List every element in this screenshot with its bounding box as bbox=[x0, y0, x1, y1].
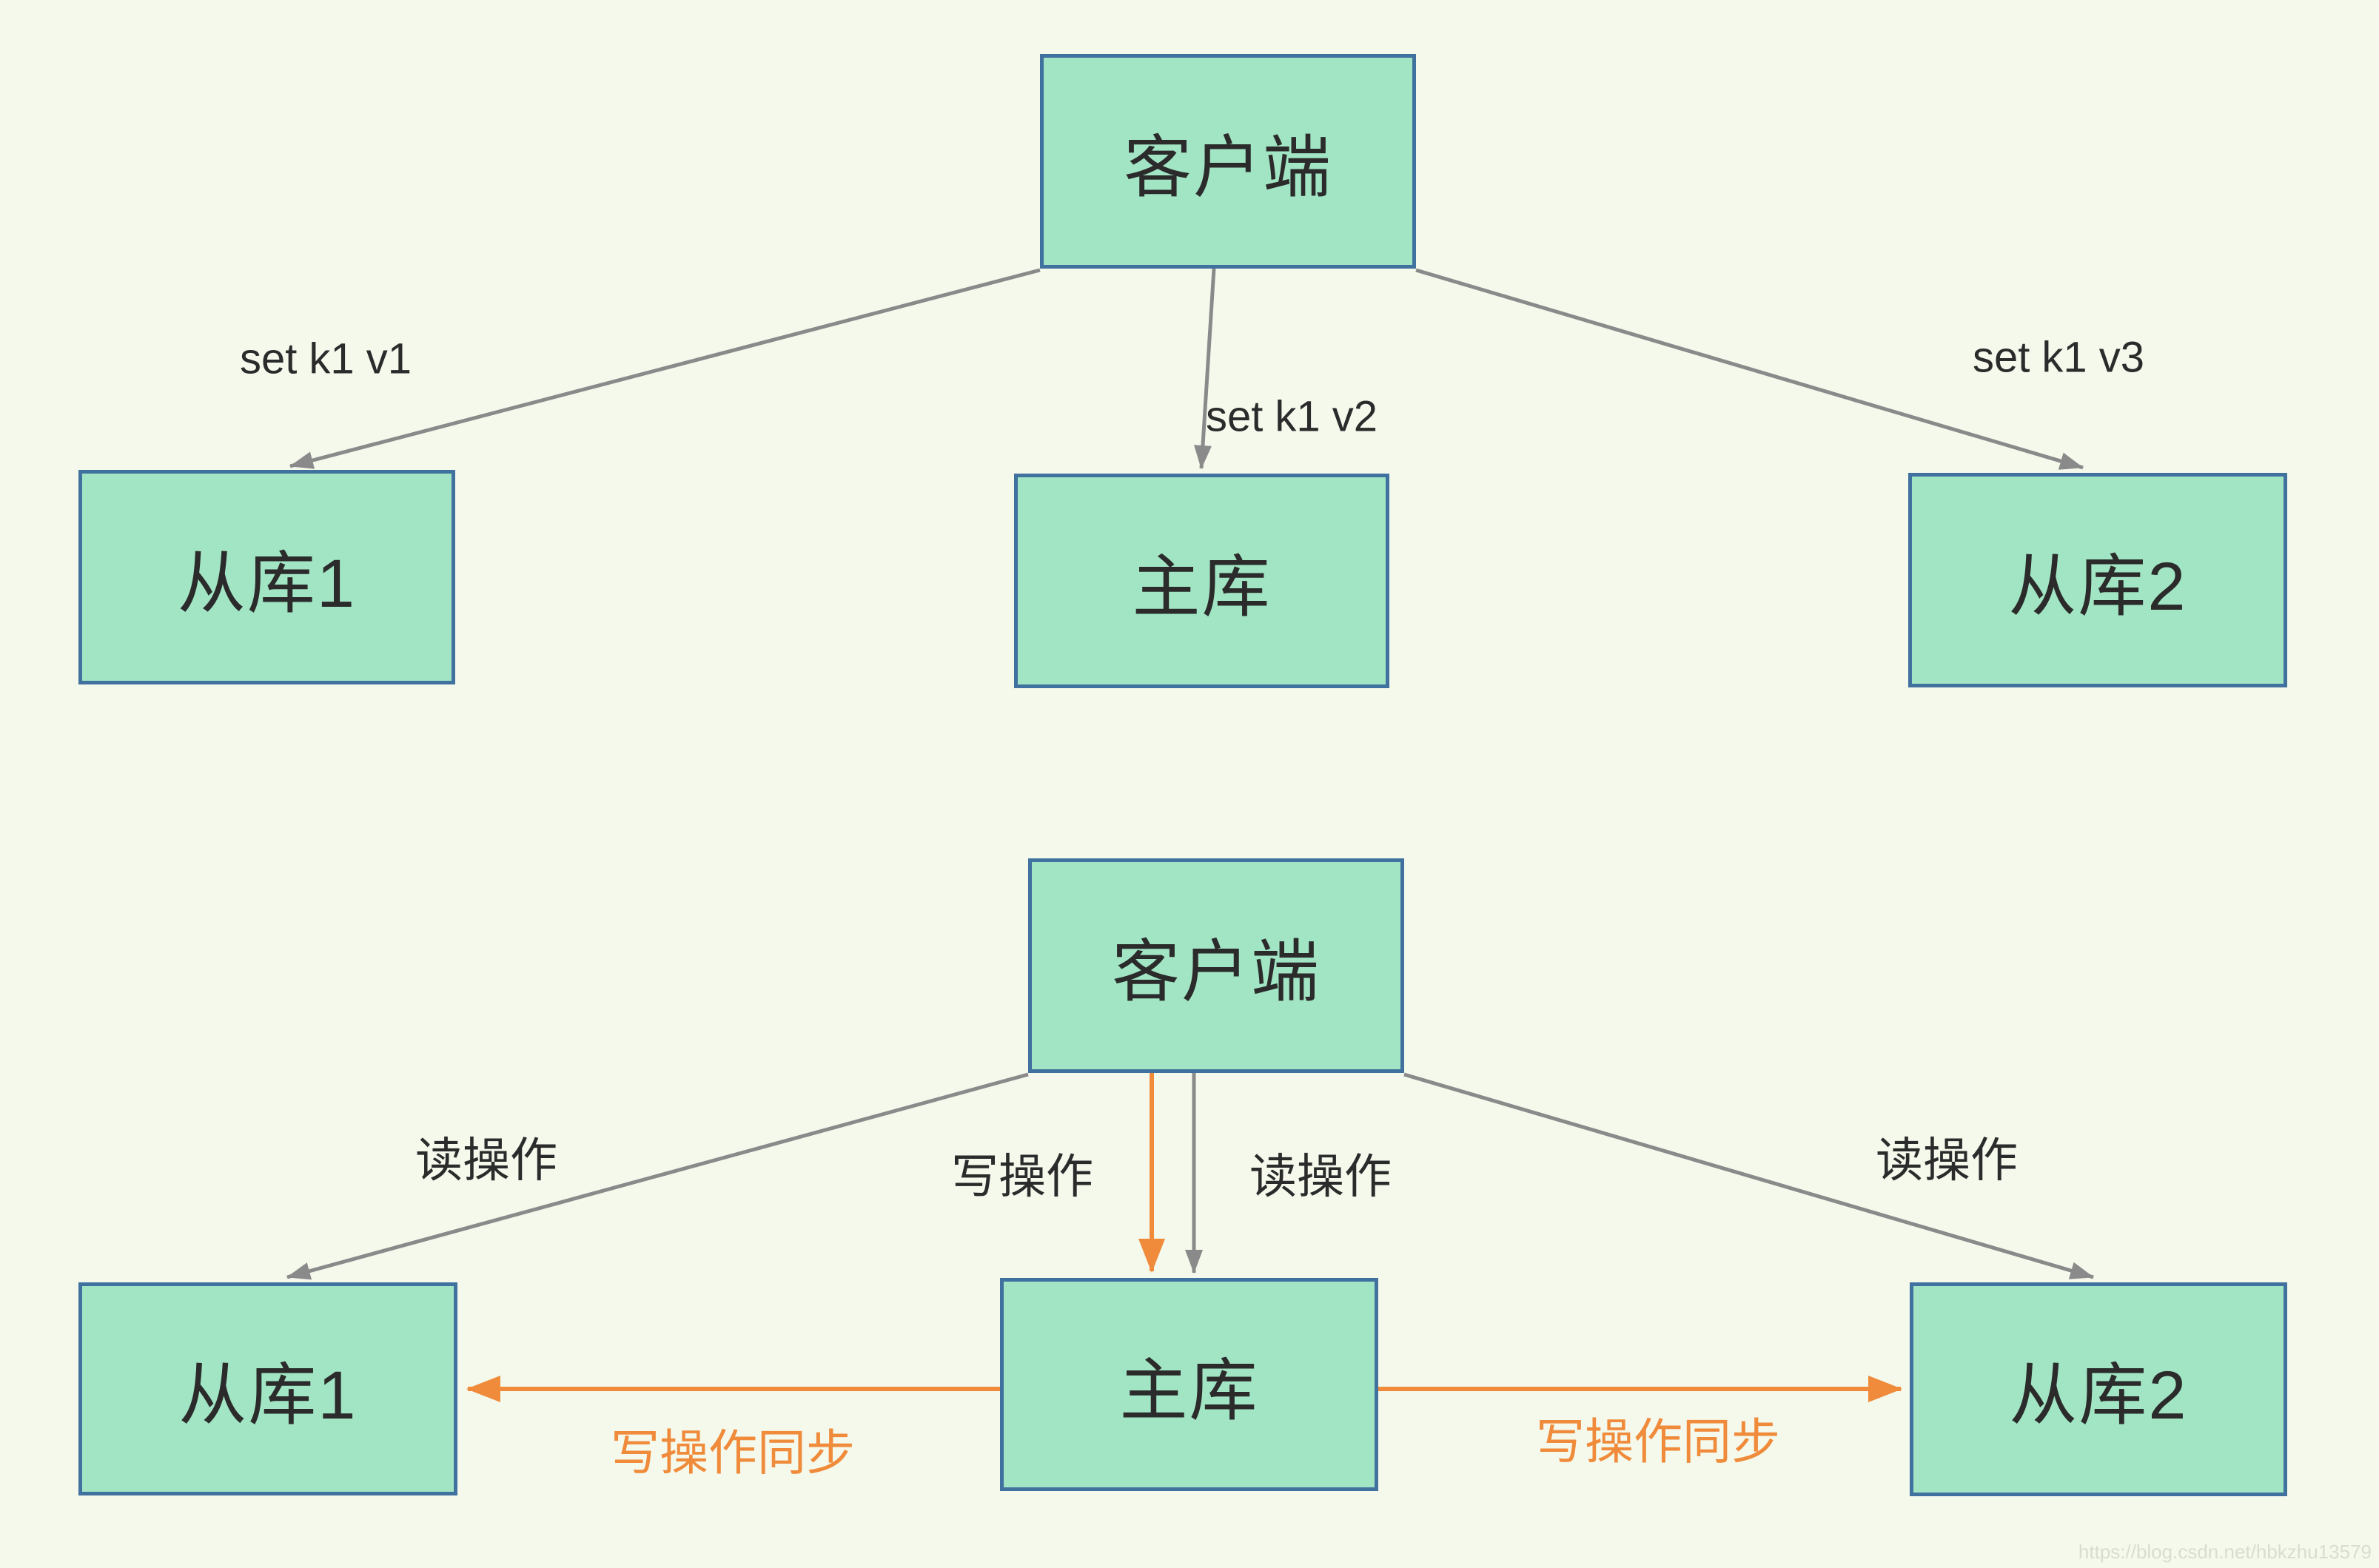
top-master-node: 主库 bbox=[1014, 474, 1389, 688]
arrow-bottom-client-read-slave1 bbox=[286, 1072, 1029, 1280]
edge-label-read-slave2: 读操作 bbox=[1876, 1134, 2018, 1187]
arrow-top-client-to-slave1 bbox=[289, 268, 1041, 469]
edge-label-sync-slave2: 写操作同步 bbox=[1536, 1414, 1780, 1469]
edge-label-set-k1-v2: set k1 v2 bbox=[1205, 392, 1378, 441]
bottom-slave2-node: 从库2 bbox=[1910, 1282, 2287, 1496]
top-slave2-node: 从库2 bbox=[1908, 473, 2287, 687]
arrow-top-client-to-slave2 bbox=[1415, 268, 2084, 470]
top-client-node: 客户端 bbox=[1040, 54, 1416, 269]
edge-label-read-slave1: 读操作 bbox=[415, 1134, 557, 1187]
bottom-client-node: 客户端 bbox=[1028, 858, 1404, 1073]
arrow-top-client-to-master bbox=[1193, 268, 1216, 469]
edge-label-write-master: 写操作 bbox=[951, 1150, 1093, 1203]
top-slave1-node: 从库1 bbox=[78, 470, 455, 684]
bottom-slave1-node: 从库1 bbox=[78, 1282, 457, 1495]
arrow-bottom-client-read-slave2 bbox=[1403, 1072, 2094, 1279]
edge-label-set-k1-v3: set k1 v3 bbox=[1972, 333, 2145, 382]
csdn-watermark: https://blog.csdn.net/hbkzhu13579 bbox=[2078, 1541, 2372, 1563]
edge-label-read-master: 读操作 bbox=[1249, 1150, 1392, 1203]
edge-label-set-k1-v1: set k1 v1 bbox=[239, 334, 412, 383]
bottom-master-node: 主库 bbox=[1000, 1278, 1378, 1491]
edge-label-sync-slave1: 写操作同步 bbox=[611, 1425, 855, 1480]
